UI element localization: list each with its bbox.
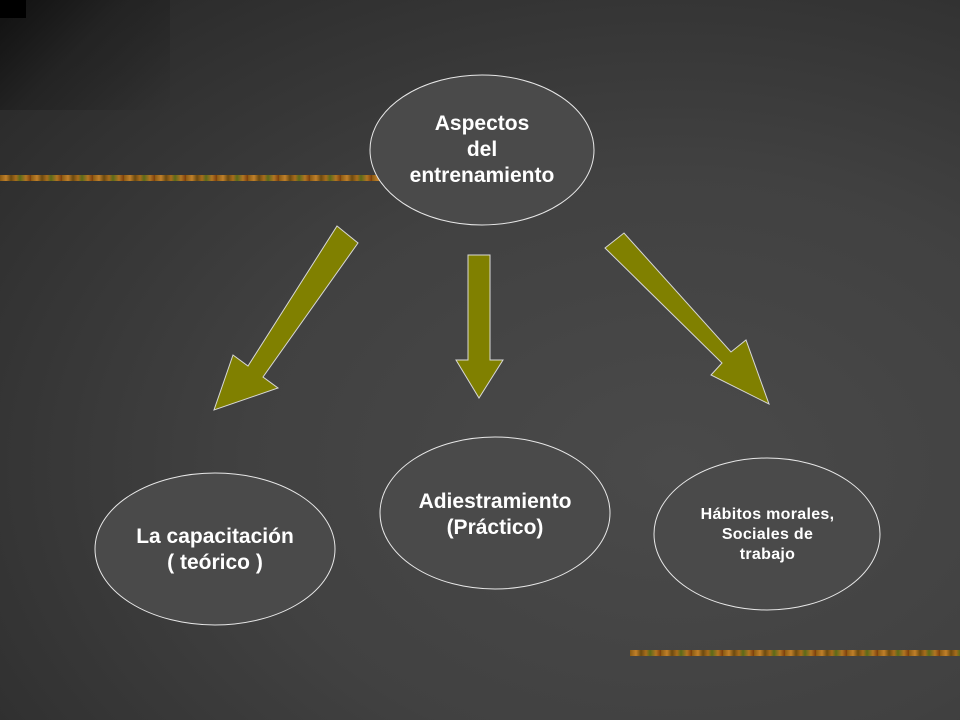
node-practico-label: Adiestramiento (Práctico)	[418, 489, 572, 539]
root-node-label: Aspectos del entrenamiento	[409, 111, 555, 188]
arrow-to-habitos	[604, 232, 770, 406]
arrow-to-practico	[455, 254, 504, 399]
corner-shade	[0, 0, 170, 110]
arrow-to-teorico	[213, 225, 359, 411]
node-habitos-label: Hábitos morales, Sociales de trabajo	[700, 506, 835, 563]
decorative-stripe-bottom	[630, 650, 960, 656]
node-habitos	[653, 457, 881, 611]
node-teorico	[94, 472, 336, 626]
node-practico	[379, 436, 611, 590]
root-node	[369, 74, 595, 226]
decorative-stripe-top	[0, 175, 420, 181]
node-teorico-label: La capacitación ( teórico )	[136, 524, 294, 574]
corner-block	[0, 0, 26, 18]
